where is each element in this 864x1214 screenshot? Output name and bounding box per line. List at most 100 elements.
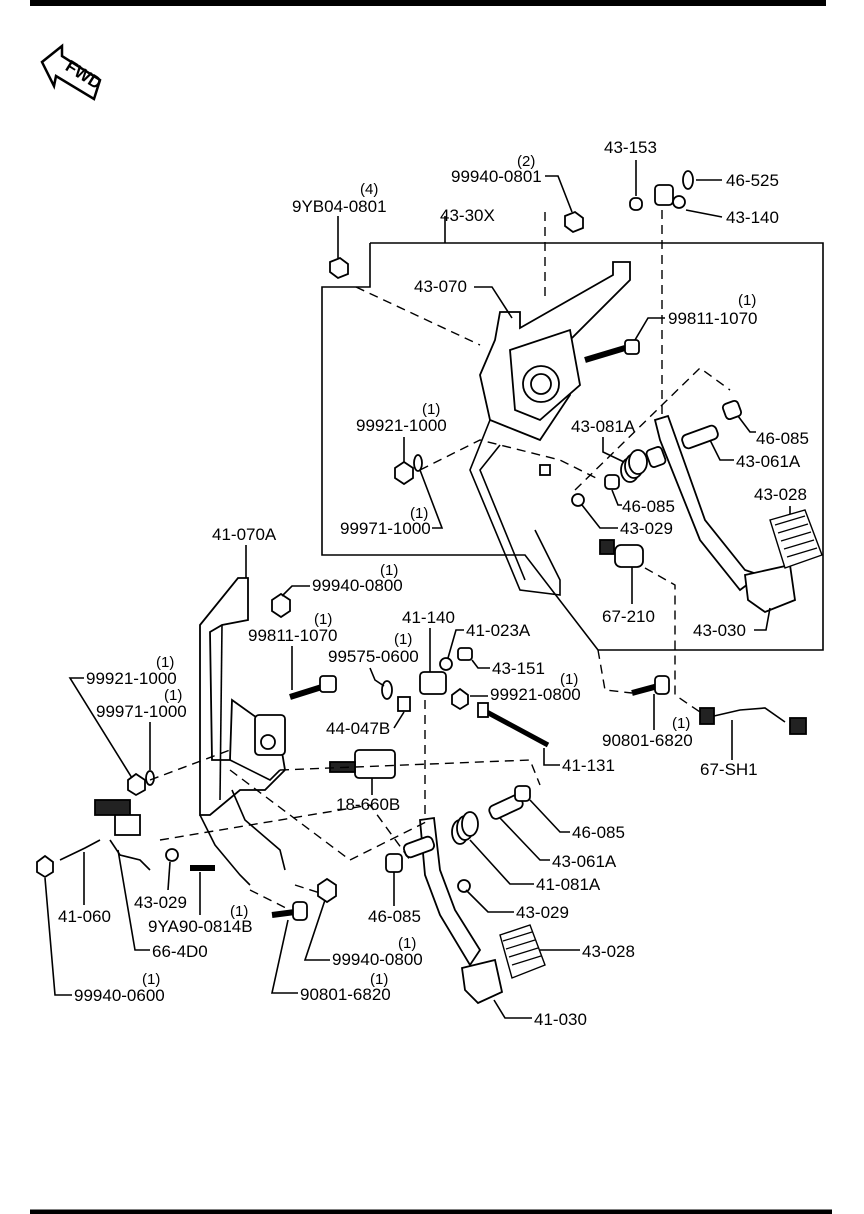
harness-67-sh1 [699, 707, 807, 735]
upper-assembly-outline [321, 242, 824, 651]
label-43-029-lower-left: 43-029 [134, 893, 187, 912]
qty-99940-0801: (2) [517, 153, 535, 170]
label-99940-0600: 99940-0600 [74, 986, 165, 1005]
nut-99921-1000-upper [394, 454, 423, 486]
nut-99575-0600 [381, 680, 393, 700]
label-46-085-lower-right: 46-085 [572, 823, 625, 842]
label-9ya90-0814b: 9YA90-0814B [148, 917, 253, 936]
qty-99921-0800: (1) [560, 671, 578, 688]
label-43-151: 43-151 [492, 659, 545, 678]
qty-99940-0800-top: (1) [380, 562, 398, 579]
qty-99971-1000-upper: (1) [410, 505, 428, 522]
label-99940-0800-bottom: 99940-0800 [332, 950, 423, 969]
label-43-028-lower: 43-028 [582, 942, 635, 961]
qty-99940-0800-bottom: (1) [398, 935, 416, 952]
label-43-030: 43-030 [693, 621, 746, 640]
bolt-90801-6820-upper [631, 675, 670, 696]
lower-pedal-arm [419, 816, 546, 1005]
upper-bushing-46-085 [604, 399, 743, 490]
bolt-90801-6820-lower [271, 901, 308, 921]
label-43-153: 43-153 [604, 138, 657, 157]
pedal-bracket-upper [469, 261, 631, 596]
label-99921-1000-upper: 99921-1000 [356, 416, 447, 435]
qty-99575-0600: (1) [394, 631, 412, 648]
lower-bushings [385, 785, 531, 893]
label-99971-1000-upper: 99971-1000 [340, 519, 431, 538]
label-41-140: 41-140 [402, 608, 455, 627]
label-43-061a-lower: 43-061A [552, 852, 617, 871]
qty-99921-1000-upper: (1) [422, 401, 440, 418]
qty-99811-1070-lower: (1) [314, 611, 332, 628]
qty-99811-1070-upper: (1) [738, 292, 756, 309]
label-67-sh1: 67-SH1 [700, 760, 758, 779]
qty-9ya90-0814b: (1) [230, 903, 248, 920]
upper-pedal-arm [653, 414, 823, 614]
label-99575-0600: 99575-0600 [328, 647, 419, 666]
qty-90801-6820-lower: (1) [370, 971, 388, 988]
label-99921-1000-lower: 99921-1000 [86, 669, 177, 688]
label-43-028-upper: 43-028 [754, 485, 807, 504]
switch-18-660b [329, 749, 396, 779]
pin-46-525 [682, 170, 694, 190]
pushrod-41-131 [477, 702, 550, 748]
label-44-047b: 44-047B [326, 719, 390, 738]
qty-90801-6820-upper: (1) [672, 715, 690, 732]
label-99921-0800: 99921-0800 [490, 685, 581, 704]
label-43-029-upper: 43-029 [620, 519, 673, 538]
label-41-060: 41-060 [58, 907, 111, 926]
label-99811-1070-lower: 99811-1070 [248, 626, 338, 645]
bolt-99811-1070-lower [289, 675, 337, 700]
label-90801-6820-upper: 90801-6820 [602, 731, 693, 750]
qty-99940-0600: (1) [142, 971, 160, 988]
label-46-085-lower-left: 46-085 [368, 907, 421, 926]
upper-cushion-43-029 [571, 493, 585, 507]
clip-43-140 [654, 184, 686, 209]
label-41-030: 41-030 [534, 1010, 587, 1029]
label-46-085-mid: 46-085 [622, 497, 675, 516]
bolt-9ya90-0814b [165, 848, 215, 871]
nut-99940-0800-top [271, 592, 291, 619]
label-43-081a-upper: 43-081A [571, 417, 636, 436]
label-9yb04-0801: 9YB04-0801 [292, 197, 387, 216]
nut-99921-0800 [451, 687, 469, 711]
qty-99971-1000-lower: (1) [164, 687, 182, 704]
label-99971-1000-lower: 99971-1000 [96, 702, 187, 721]
fwd-arrow-icon: FWD [40, 43, 105, 101]
pin-44-047b [397, 696, 411, 712]
harness-66-4d0 [109, 839, 151, 871]
label-43-061a-upper: 43-061A [736, 452, 801, 471]
label-67-210: 67-210 [602, 607, 655, 626]
nut-99940-0801 [564, 210, 584, 234]
upper-return-spring [620, 449, 648, 483]
nut-99940-0600 [36, 854, 54, 879]
label-99940-0801: 99940-0801 [451, 167, 542, 186]
upper-bolt-99811 [584, 339, 640, 363]
label-41-131: 41-131 [562, 756, 615, 775]
qty-99921-1000-lower: (1) [156, 654, 174, 671]
clevis-41-140 [419, 657, 453, 695]
sensor-41-060 [59, 799, 141, 861]
label-43-029-lower-right: 43-029 [516, 903, 569, 922]
nut-9yb04-0801 [329, 256, 349, 280]
lower-return-spring [451, 811, 479, 845]
label-43-140: 43-140 [726, 208, 779, 227]
nut-99921-1000-lower [127, 770, 155, 797]
label-43-30x: 43-30X [440, 206, 495, 225]
label-46-085-upper-right: 46-085 [756, 429, 809, 448]
label-41-070a: 41-070A [212, 525, 277, 544]
clip-43-153 [629, 197, 643, 211]
label-46-525: 46-525 [726, 171, 779, 190]
pedal-bracket-lower [199, 577, 286, 886]
label-90801-6820-lower: 90801-6820 [300, 985, 391, 1004]
qty-9yb04-0801: (4) [360, 181, 378, 198]
label-41-023a: 41-023A [466, 621, 531, 640]
bolt-43-151 [457, 647, 473, 661]
label-99811-1070-upper: 99811-1070 [668, 309, 758, 328]
label-99940-0800-top: 99940-0800 [312, 576, 403, 595]
nut-99940-0800-bottom [317, 877, 337, 904]
switch-67-210 [599, 539, 644, 568]
label-43-070: 43-070 [414, 277, 467, 296]
label-41-081a: 41-081A [536, 875, 601, 894]
label-66-4d0: 66-4D0 [152, 942, 208, 961]
